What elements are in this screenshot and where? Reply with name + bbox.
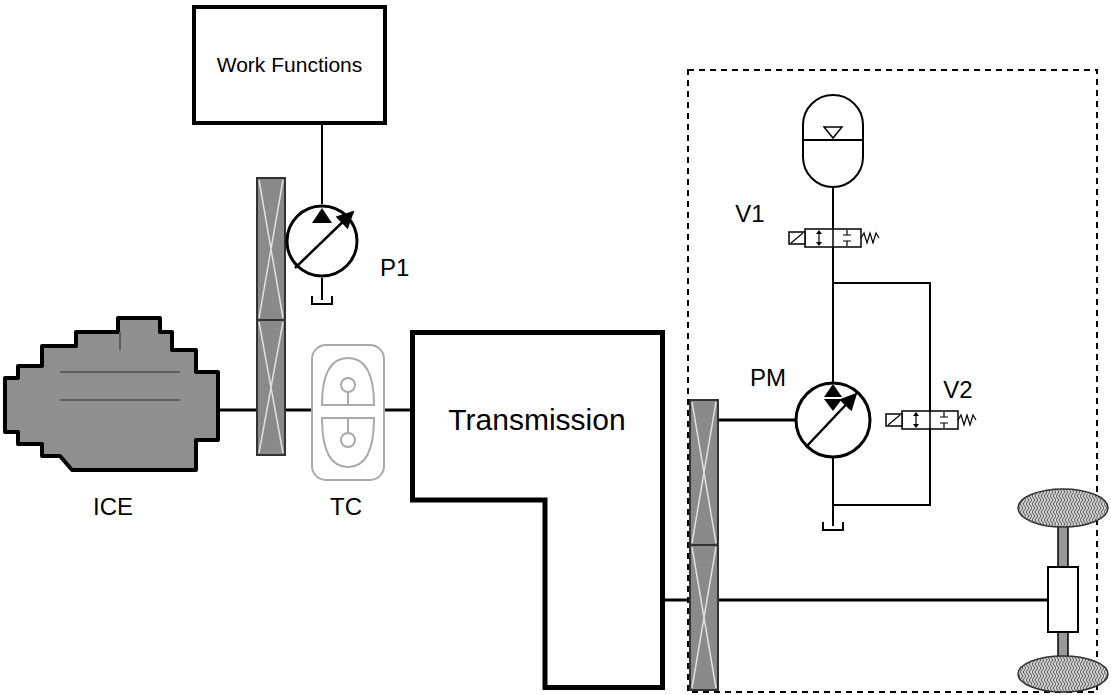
valve-symbol <box>789 229 879 247</box>
gear-set <box>690 400 718 690</box>
node-text: P1 <box>380 254 409 282</box>
engine-icon <box>5 318 218 470</box>
axle-and-wheels <box>1018 489 1108 692</box>
pump-symbol: P1 <box>285 204 359 278</box>
pump-outline <box>285 204 359 278</box>
process-box: Work Functions <box>192 5 387 125</box>
pump-motor-symbol <box>796 383 870 457</box>
node-text: Transmission <box>448 403 625 437</box>
engine-label: ICE <box>93 493 133 521</box>
valve-label: V2 <box>943 376 972 404</box>
node-text: Work Functions <box>217 53 363 77</box>
valve-symbol <box>886 411 976 429</box>
tank-symbol <box>312 278 332 304</box>
converter-label: TC <box>330 493 362 521</box>
transmission-box: Transmission <box>410 330 665 690</box>
torque-converter-symbol <box>312 345 384 480</box>
hydraulic-line <box>321 125 323 204</box>
transmission-outline <box>410 330 665 690</box>
gear-set <box>257 178 285 455</box>
valve-label: V1 <box>735 200 764 228</box>
accumulator-symbol <box>803 95 863 187</box>
module-boundary <box>688 70 1097 692</box>
pump-motor-label: PM <box>750 364 786 392</box>
